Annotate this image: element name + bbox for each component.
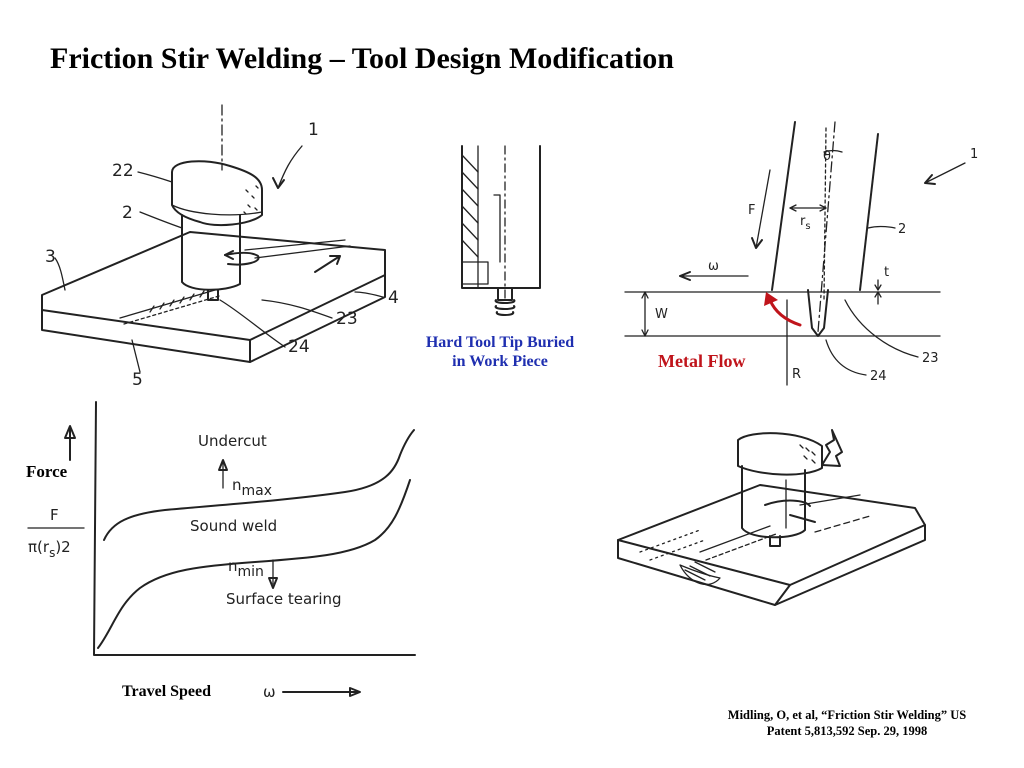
tip-caption: Hard Tool Tip Buried in Work Piece [395,333,605,371]
graph-n-max: nmax [232,476,272,499]
graph-y-expr-num: F [50,506,59,524]
graph-undercut: Undercut [198,432,267,450]
graph-n-min: nmin [228,557,264,580]
graph-x-symbol: ω [263,683,276,701]
tool-tip-section-drawing [461,145,541,316]
label-rs: rs [800,214,811,232]
tip-caption-line2: in Work Piece [452,353,548,370]
slide-title: Friction Stir Welding – Tool Design Modi… [50,42,674,75]
graph-axes [93,401,416,656]
label-23: 23 [336,309,358,329]
graph-y-expr-den: π(rs)2 [28,538,71,560]
upper-limit-curve [103,429,415,541]
label-3: 3 [45,247,56,267]
graph-x-label: Travel Speed [122,683,212,700]
label-1: 1 [308,120,319,140]
graph-surface-tearing: Surface tearing [226,590,342,608]
tool-flow-drawing [617,429,926,606]
label-t: t [884,265,889,280]
label-22: 22 [112,161,134,181]
label-r: R [792,367,801,382]
cross-section-drawing: θ 1 F rs 2 ω t W R 24 23 [624,121,978,386]
metal-flow-caption: Metal Flow [658,351,746,371]
tip-caption-line1: Hard Tool Tip Buried [425,334,575,351]
graph-sound-weld: Sound weld [190,517,277,535]
label-4: 4 [388,288,399,308]
label-theta: θ [823,149,831,164]
citation: Midling, O, et al, “Friction Stir Weldin… [692,707,1002,739]
label-one: 1 [970,147,978,162]
label-w: W [655,307,668,322]
lower-limit-curve [97,479,411,649]
label-5: 5 [132,370,143,390]
citation-line2: Patent 5,813,592 Sep. 29, 1998 [766,724,928,738]
citation-line1: Midling, O, et al, “Friction Stir Weldin… [727,708,967,722]
weld-window-graph: Undercut nmax Sound weld nmin Surface te… [27,401,416,701]
tool-isometric-drawing: 1 22 2 3 4 23 24 5 [41,104,399,390]
label-two: 2 [898,222,906,237]
label-2: 2 [122,203,133,223]
label-24: 24 [288,337,310,357]
graph-y-label: Force [26,462,68,481]
label-24-cross: 24 [870,369,887,384]
label-23-cross: 23 [922,351,939,366]
label-omega: ω [708,259,719,274]
label-f: F [748,203,755,218]
